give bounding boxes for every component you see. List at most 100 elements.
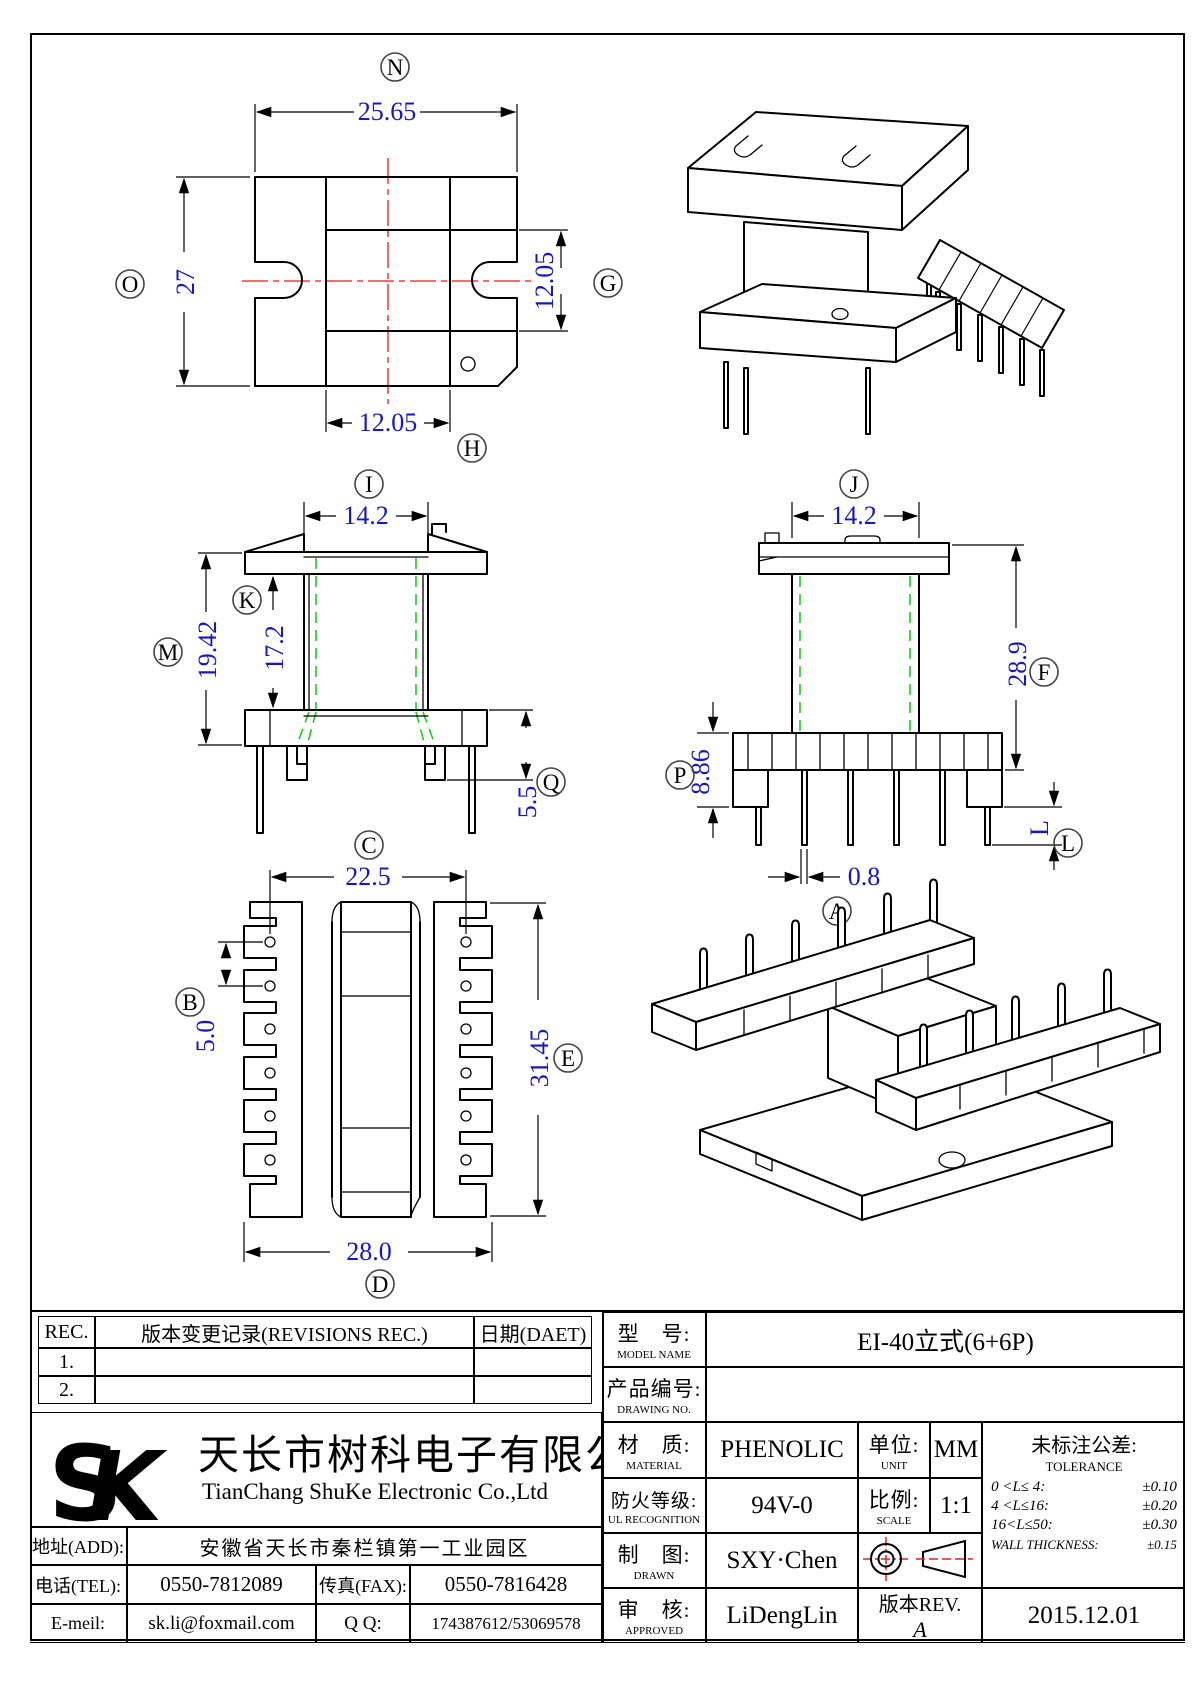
tolerance-row: 4 <L≤16:±0.20 bbox=[991, 1498, 1177, 1514]
label-N: N bbox=[380, 52, 410, 82]
qq-label: Q Q: bbox=[316, 1604, 410, 1643]
email-value: sk.li@foxmail.com bbox=[127, 1604, 316, 1643]
svg-text:F: F bbox=[1038, 660, 1051, 685]
dim-side-pin-width: 0.8 bbox=[768, 849, 880, 891]
address-label: 地址(ADD): bbox=[30, 1527, 127, 1565]
pin-rail-left bbox=[651, 878, 975, 1051]
svg-text:5.0: 5.0 bbox=[191, 1020, 220, 1053]
drawing-no-label: 产品编号:DRAWING NO. bbox=[602, 1367, 706, 1422]
approved-value: LiDengLin bbox=[706, 1588, 858, 1643]
label-F: F bbox=[1029, 657, 1059, 687]
svg-text:8.86: 8.86 bbox=[686, 749, 715, 795]
model-label: 型 号:MODEL NAME bbox=[602, 1312, 706, 1367]
svg-text:27: 27 bbox=[171, 269, 200, 295]
svg-text:0.8: 0.8 bbox=[848, 862, 881, 891]
base-notch bbox=[755, 1151, 773, 1172]
label-B: B bbox=[175, 987, 205, 1017]
tel-label: 电话(TEL): bbox=[30, 1565, 127, 1604]
tolerance-row: WALL THICKNESS:±0.15 bbox=[991, 1537, 1177, 1552]
tel-value: 0550-7812089 bbox=[127, 1565, 316, 1604]
svg-text:L: L bbox=[1025, 820, 1054, 836]
dim-side-pin-length: L bbox=[992, 782, 1062, 870]
iso-view-bottom bbox=[651, 878, 1161, 1221]
svg-text:P: P bbox=[674, 763, 687, 788]
label-E: E bbox=[553, 1043, 583, 1073]
dim-side-height: 28.9 bbox=[952, 544, 1032, 771]
svg-text:12.05: 12.05 bbox=[530, 252, 559, 311]
revisions-col-rec: REC. bbox=[38, 1316, 95, 1348]
dim-bottom-width: 28.0 bbox=[243, 1222, 493, 1266]
tolerance-row: 0 <L≤ 4:±0.10 bbox=[991, 1479, 1177, 1495]
label-O: O bbox=[115, 269, 145, 299]
svg-text:K: K bbox=[239, 588, 256, 613]
dim-side-base: 8.86 bbox=[686, 702, 729, 838]
company-name-en: TianChang ShuKe Electronic Co.,Ltd bbox=[202, 1479, 549, 1504]
svg-text:O: O bbox=[122, 272, 139, 297]
dim-side-window: 14.2 bbox=[791, 501, 920, 538]
svg-text:17.2: 17.2 bbox=[260, 625, 289, 671]
fire-rating-label: 防火等级:UL RECOGNITION bbox=[602, 1478, 706, 1533]
svg-text:B: B bbox=[182, 990, 197, 1015]
revisions-col-title: 版本变更记录(REVISIONS REC.) bbox=[95, 1316, 474, 1348]
svg-text:G: G bbox=[600, 271, 617, 296]
sheet-border bbox=[30, 33, 1185, 1641]
fax-value: 0550-7816428 bbox=[410, 1565, 602, 1604]
svg-text:D: D bbox=[372, 1272, 389, 1297]
top-view: 25.65 27 12.05 12.05 bbox=[115, 52, 623, 463]
title-block: REC. 版本变更记录(REVISIONS REC.) 日期(DAET) 1. … bbox=[30, 1310, 1185, 1643]
tolerance-title: 未标注公差: bbox=[1031, 1435, 1137, 1457]
iso-view-top bbox=[687, 111, 1065, 435]
svg-text:I: I bbox=[365, 472, 373, 497]
approved-label: 审 核:APPROVED bbox=[602, 1588, 706, 1643]
flange-notch-right bbox=[841, 145, 871, 168]
revision-row-2-date bbox=[474, 1376, 592, 1404]
label-L: L bbox=[1053, 828, 1083, 858]
svg-text:25.65: 25.65 bbox=[358, 97, 417, 126]
drawing-no-value bbox=[706, 1367, 1185, 1422]
dim-bottom-span: 22.5 bbox=[269, 862, 467, 934]
svg-text:22.5: 22.5 bbox=[345, 862, 391, 891]
revision-row-1-num: 1. bbox=[38, 1348, 95, 1376]
svg-text:19.42: 19.42 bbox=[193, 621, 222, 680]
tolerance-row: 16<L≤50:±0.30 bbox=[991, 1517, 1177, 1533]
dim-top-height: 27 bbox=[171, 176, 250, 387]
revision-row-1-desc bbox=[95, 1348, 474, 1376]
scale-value: 1:1 bbox=[930, 1478, 982, 1533]
drawn-label: 制 图:DRAWN bbox=[602, 1533, 706, 1588]
label-G: G bbox=[593, 268, 623, 298]
bottom-view: 22.5 5.0 31.45 28.0 bbox=[175, 830, 583, 1299]
material-label: 材 质:MATERIAL bbox=[602, 1422, 706, 1478]
svg-text:12.05: 12.05 bbox=[359, 408, 418, 437]
flange-hole bbox=[831, 307, 849, 321]
label-M: M bbox=[153, 637, 183, 667]
dim-front-window: 14.2 bbox=[303, 501, 429, 542]
front-view: 14.2 19.42 17.2 5.5 I bbox=[153, 469, 566, 834]
side-view: 14.2 28.9 8.86 L bbox=[665, 469, 1083, 926]
svg-text:N: N bbox=[387, 55, 404, 80]
label-D: D bbox=[365, 1269, 395, 1299]
mount-hole bbox=[460, 356, 476, 372]
label-I: I bbox=[354, 469, 384, 499]
date-cell: 2015.12.01 bbox=[982, 1588, 1185, 1643]
dim-top-bottom: 12.05 bbox=[325, 390, 451, 437]
pin-holes-right bbox=[460, 936, 472, 1166]
address-value: 安徽省天长市秦栏镇第一工业园区 bbox=[127, 1527, 602, 1565]
tolerance-box: 未标注公差: TOLERANCE 0 <L≤ 4:±0.10 4 <L≤16:±… bbox=[982, 1422, 1185, 1588]
svg-text:Q: Q bbox=[543, 770, 560, 795]
dim-top-width: 25.65 bbox=[254, 97, 518, 172]
dim-bottom-length: 31.45 bbox=[490, 902, 554, 1217]
label-Q: Q bbox=[536, 767, 566, 797]
fire-rating-value: 94V-0 bbox=[706, 1478, 858, 1533]
company-logo: SK bbox=[48, 1423, 172, 1527]
svg-text:E: E bbox=[561, 1046, 575, 1071]
label-P: P bbox=[665, 760, 695, 790]
flange-notch-left bbox=[733, 135, 763, 158]
dim-top-side: 12.05 bbox=[519, 229, 568, 332]
projection-symbol bbox=[858, 1533, 982, 1588]
qq-value: 174387612/53069578 bbox=[410, 1604, 602, 1643]
tolerance-subtitle: TOLERANCE bbox=[1045, 1459, 1123, 1474]
label-H: H bbox=[457, 433, 487, 463]
base-hole bbox=[938, 1151, 966, 1169]
svg-text:M: M bbox=[158, 640, 178, 665]
